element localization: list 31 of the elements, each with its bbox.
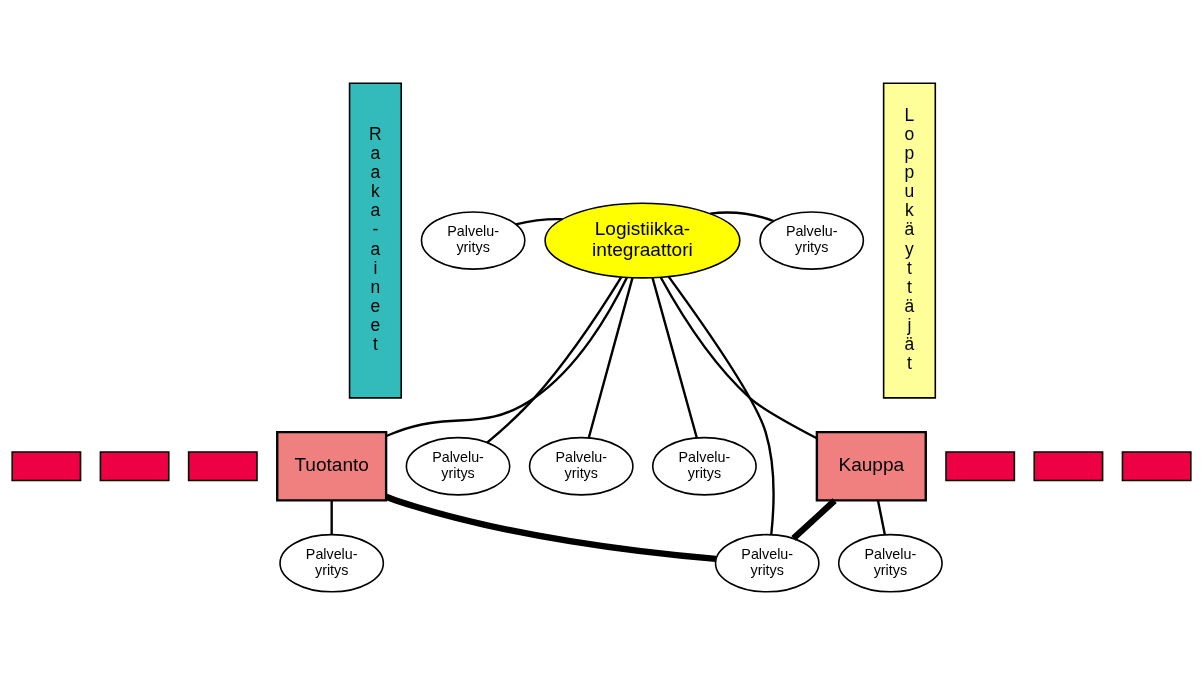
node-box: Tuotanto [276,430,388,502]
node-ellipse: Palvelu-yritys [420,210,526,270]
node-box [187,450,258,481]
node-box: Kauppa [815,430,927,502]
connector [667,275,775,535]
node-ellipse: Palvelu-yritys [279,533,385,593]
connector [659,276,818,439]
node-ellipse: Logistiikka-integraattori [544,201,741,279]
connector [486,275,623,443]
node-box [945,450,1016,481]
node-ellipse: Palvelu-yritys [714,533,820,593]
connector [385,276,628,437]
connector [330,500,333,534]
connector [385,493,717,562]
node-box [11,450,82,481]
node-ellipse: Palvelu-yritys [759,210,865,270]
node-ellipse: Palvelu-yritys [837,533,943,593]
node-box [1033,450,1104,481]
connector [876,499,887,535]
connector [587,277,634,438]
node-ellipse: Palvelu-yritys [528,436,634,496]
node-box: Raaka-aineet [348,81,402,399]
node-box [99,450,170,481]
connector [791,497,837,541]
node-ellipse: Palvelu-yritys [651,436,757,496]
node-ellipse: Palvelu-yritys [405,436,511,496]
connector [515,217,563,225]
connector [651,277,698,438]
node-box: Loppukäyttäjät [882,81,937,399]
node-box [1121,450,1192,481]
connector [710,210,775,222]
